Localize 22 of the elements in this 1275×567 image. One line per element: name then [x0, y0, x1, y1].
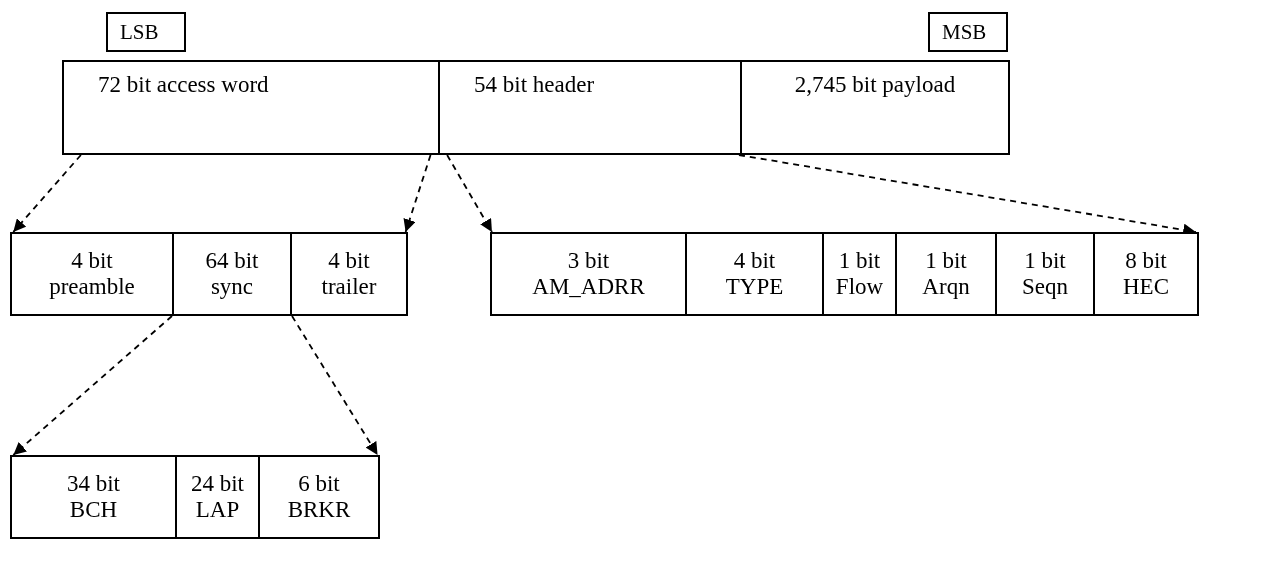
packet-field: 1 bit Arqn: [895, 232, 997, 316]
packet-field: 1 bit Flow: [822, 232, 897, 316]
dashed-arrow: [403, 154, 432, 233]
packet-field: 2,745 bit payload: [740, 60, 1010, 155]
packet-field: 4 bit TYPE: [685, 232, 824, 316]
packet-field: 8 bit HEC: [1093, 232, 1199, 316]
lsb-label-box: LSB: [106, 12, 186, 52]
packet-field: 54 bit header: [438, 60, 742, 155]
dashed-arrow: [291, 315, 379, 456]
packet-field: 24 bit LAP: [175, 455, 260, 539]
packet-field: 72 bit access word: [62, 60, 440, 155]
dashed-arrow: [12, 315, 173, 456]
packet-field: 4 bit preamble: [10, 232, 174, 316]
msb-label-box: MSB: [928, 12, 1008, 52]
packet-field: 1 bit Seqn: [995, 232, 1095, 316]
dashed-arrow: [446, 154, 493, 233]
packet-field: 34 bit BCH: [10, 455, 177, 539]
packet-field: 3 bit AM_ADRR: [490, 232, 687, 316]
dashed-arrow: [12, 154, 82, 233]
packet-field: 64 bit sync: [172, 232, 292, 316]
packet-field: 4 bit trailer: [290, 232, 408, 316]
packet-field: 6 bit BRKR: [258, 455, 380, 539]
